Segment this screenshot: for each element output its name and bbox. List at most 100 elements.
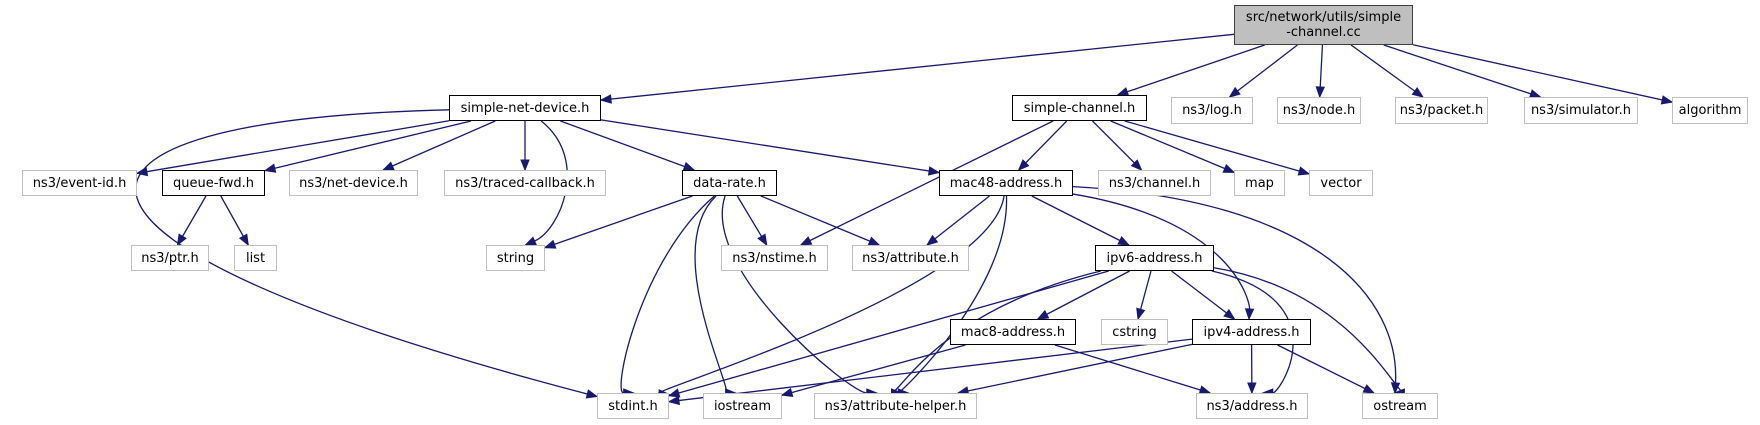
node-label: src/network/utils/simple -channel.cc bbox=[1245, 10, 1402, 40]
edge-snd-to-stdint bbox=[135, 109, 588, 395]
node-label: ostream bbox=[1373, 398, 1427, 414]
node-qfwd[interactable]: queue-fwd.h bbox=[162, 170, 265, 196]
edge-ipv6-to-mac8 bbox=[1037, 270, 1130, 320]
edge-snd-to-netdev bbox=[382, 120, 496, 171]
edge-drate-to-attr bbox=[760, 195, 880, 246]
arrowhead-icon bbox=[1228, 86, 1241, 98]
edge-drate-to-string bbox=[544, 195, 693, 249]
arrowhead-icon bbox=[667, 388, 681, 398]
node-ipv4[interactable]: ipv4-address.h bbox=[1192, 319, 1311, 345]
edge-mac8-to-iostream bbox=[781, 344, 966, 396]
node-label: simple-channel.h bbox=[1023, 100, 1136, 116]
edge-root-to-sim bbox=[1383, 44, 1541, 98]
node-label: ns3/address.h bbox=[1206, 398, 1298, 414]
edge-ipv6-to-ostream bbox=[1213, 267, 1405, 394]
arrowhead-icon bbox=[599, 94, 612, 104]
node-label: ipv4-address.h bbox=[1203, 324, 1300, 340]
edge-sch-to-map bbox=[1110, 120, 1235, 173]
edge-snd-to-eventid bbox=[136, 120, 450, 174]
node-label: ns3/attribute.h bbox=[862, 250, 959, 266]
node-packet: ns3/packet.h bbox=[1395, 97, 1488, 124]
arrowhead-icon bbox=[927, 166, 941, 176]
edge-ipv6-to-attrhelper bbox=[891, 270, 1102, 394]
edge-snd-to-drate bbox=[560, 120, 695, 171]
node-eventid: ns3/event-id.h bbox=[22, 170, 137, 196]
node-mac48[interactable]: mac48-address.h bbox=[939, 170, 1073, 196]
node-map: map bbox=[1234, 170, 1285, 196]
arrowhead-icon bbox=[585, 389, 599, 399]
arrowhead-icon bbox=[1297, 166, 1311, 176]
edge-root-to-sch bbox=[1117, 44, 1265, 96]
node-label: data-rate.h bbox=[693, 175, 766, 191]
edge-mac48-to-ipv6 bbox=[1031, 195, 1130, 246]
arrowhead-icon bbox=[799, 236, 813, 246]
edge-drate-to-iostream bbox=[694, 195, 728, 394]
edge-drate-to-stdint bbox=[620, 195, 715, 394]
arrowhead-icon bbox=[1660, 95, 1674, 105]
arrowhead-icon bbox=[925, 234, 939, 246]
edge-snd-to-qfwd bbox=[264, 120, 472, 172]
arrowhead-icon bbox=[1315, 86, 1325, 99]
node-label: ns3/log.h bbox=[1182, 103, 1242, 118]
edge-ipv4-to-attrhelper bbox=[957, 343, 1193, 394]
node-algo: algorithm bbox=[1672, 97, 1748, 124]
node-label: ns3/nstime.h bbox=[732, 250, 817, 266]
node-label: map bbox=[1245, 175, 1274, 191]
node-root: src/network/utils/simple -channel.cc bbox=[1234, 5, 1413, 45]
arrowhead-icon bbox=[524, 236, 537, 246]
arrowhead-icon bbox=[757, 233, 768, 247]
node-label: algorithm bbox=[1678, 103, 1742, 118]
arrowhead-icon bbox=[1036, 309, 1050, 320]
node-label: cstring bbox=[1112, 324, 1157, 340]
arrowhead-icon bbox=[1411, 87, 1424, 98]
node-label: ns3/simulator.h bbox=[1530, 103, 1632, 118]
node-sim: ns3/simulator.h bbox=[1524, 97, 1638, 124]
node-label: ipv6-address.h bbox=[1106, 250, 1203, 266]
node-snd[interactable]: simple-net-device.h bbox=[449, 95, 601, 121]
arrowhead-icon bbox=[1244, 308, 1255, 321]
node-label: simple-net-device.h bbox=[460, 100, 590, 116]
node-node: ns3/node.h bbox=[1277, 97, 1361, 124]
arrowhead-icon bbox=[1362, 384, 1376, 394]
node-sch[interactable]: simple-channel.h bbox=[1012, 95, 1147, 121]
node-label: vector bbox=[1320, 175, 1362, 191]
node-label: stdint.h bbox=[608, 398, 658, 414]
edge-sch-to-nstime bbox=[800, 120, 1054, 246]
arrowhead-icon bbox=[1222, 163, 1236, 173]
edge-snd-to-mac48 bbox=[600, 119, 940, 174]
arrowhead-icon bbox=[867, 236, 881, 246]
node-mac8[interactable]: mac8-address.h bbox=[950, 319, 1076, 345]
edge-ipv4-to-ostream bbox=[1277, 344, 1375, 394]
node-ostream: ostream bbox=[1362, 393, 1438, 419]
edge-mac48-to-ipv4 bbox=[1072, 193, 1251, 310]
arrowhead-icon bbox=[176, 233, 187, 247]
edge-mac48-to-ostream bbox=[1072, 185, 1397, 384]
arrowhead-icon bbox=[1136, 307, 1146, 321]
edge-mac48-to-stdint bbox=[657, 195, 1005, 395]
node-label: mac8-address.h bbox=[960, 324, 1066, 340]
node-label: ns3/attribute-helper.h bbox=[824, 398, 967, 414]
edge-mac48-to-attr bbox=[926, 195, 990, 246]
edge-sch-to-mac48 bbox=[1018, 120, 1068, 171]
node-label: ns3/packet.h bbox=[1399, 103, 1484, 118]
node-ptr: ns3/ptr.h bbox=[131, 245, 209, 271]
node-attrhelper: ns3/attribute-helper.h bbox=[814, 393, 977, 419]
node-drate[interactable]: data-rate.h bbox=[682, 170, 777, 196]
node-cstring: cstring bbox=[1101, 319, 1168, 345]
arrowhead-icon bbox=[667, 395, 680, 406]
node-label: ns3/net-device.h bbox=[299, 175, 408, 191]
node-iostream: iostream bbox=[703, 393, 782, 419]
node-nstime: ns3/nstime.h bbox=[721, 245, 828, 271]
arrowhead-icon bbox=[1117, 236, 1130, 246]
edge-root-to-log bbox=[1229, 44, 1298, 98]
edge-ipv4-to-stdint bbox=[668, 338, 1193, 403]
arrowhead-icon bbox=[1223, 308, 1236, 320]
node-ipv6[interactable]: ipv6-address.h bbox=[1095, 245, 1214, 271]
node-attr: ns3/attribute.h bbox=[852, 245, 969, 271]
arrowhead-icon bbox=[520, 159, 530, 172]
node-log: ns3/log.h bbox=[1171, 97, 1253, 124]
arrowhead-icon bbox=[1247, 382, 1257, 395]
node-address: ns3/address.h bbox=[1196, 393, 1308, 419]
node-label: ns3/channel.h bbox=[1108, 175, 1201, 191]
